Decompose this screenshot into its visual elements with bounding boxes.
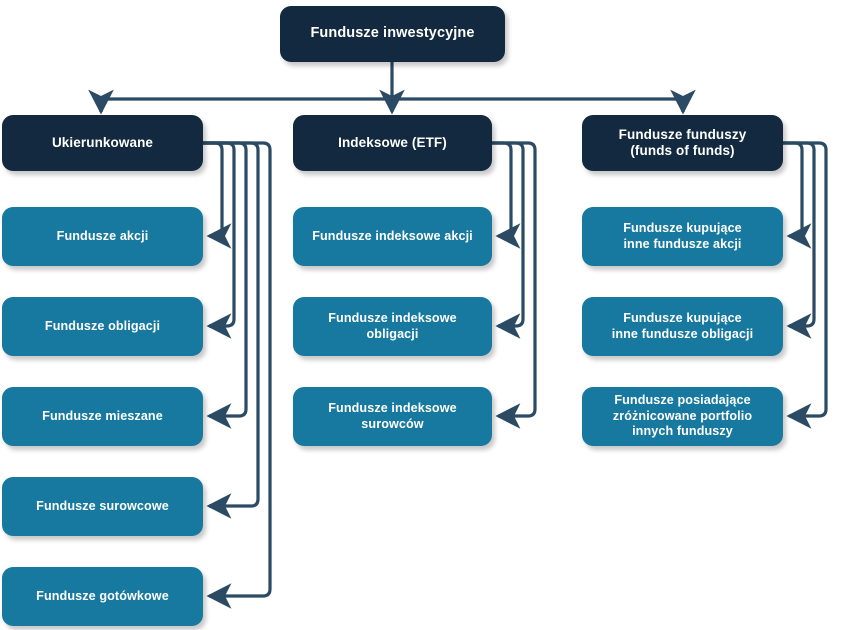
node-branch-1-child-4[interactable]: Fundusze surowcowe bbox=[2, 477, 203, 536]
node-branch-2-head[interactable]: Indeksowe (ETF) bbox=[293, 115, 492, 171]
connector-bus-left-corner bbox=[99, 97, 111, 112]
connector-b1-c4 bbox=[203, 141, 260, 519]
node-branch-2-child-3-label: Fundusze indeksowe surowców bbox=[328, 401, 457, 431]
node-branch-1-head-label: Ukierunkowane bbox=[51, 134, 154, 150]
node-branch-2-child-2-label: Fundusze indeksowe obligacji bbox=[328, 311, 457, 341]
connector-b2-c3 bbox=[492, 141, 537, 429]
node-branch-3-child-2[interactable]: Fundusze kupujące inne fundusze obligacj… bbox=[582, 297, 783, 356]
node-branch-3-child-1-label: Fundusze kupujące inne fundusze akcji bbox=[623, 221, 742, 251]
node-branch-1-child-1[interactable]: Fundusze akcji bbox=[2, 207, 203, 266]
connector-b3-c1 bbox=[783, 141, 812, 249]
connector-b1-c5 bbox=[203, 141, 272, 609]
node-branch-1-child-2[interactable]: Fundusze obligacji bbox=[2, 297, 203, 356]
connector-b2-c1 bbox=[492, 141, 521, 249]
node-branch-2-child-3[interactable]: Fundusze indeksowe surowców bbox=[293, 387, 492, 446]
connector-b1-c3 bbox=[203, 141, 248, 429]
connector-b3-c2 bbox=[783, 141, 816, 339]
connector-bus-right-corner bbox=[673, 97, 685, 112]
connector-b1-c2 bbox=[203, 141, 236, 339]
connector-b3-c3 bbox=[783, 141, 828, 429]
node-branch-1-child-3-label: Fundusze mieszane bbox=[42, 408, 163, 423]
node-branch-1-child-5[interactable]: Fundusze gotówkowe bbox=[2, 567, 203, 626]
node-branch-1-child-5-label: Fundusze gotówkowe bbox=[36, 588, 169, 603]
node-branch-1-child-2-label: Fundusze obligacji bbox=[44, 318, 161, 333]
node-branch-3-child-3-label: Fundusze posiadające zróżnicowane portfo… bbox=[612, 393, 753, 439]
connector-b2-c2 bbox=[492, 141, 525, 339]
node-branch-3-child-3[interactable]: Fundusze posiadające zróżnicowane portfo… bbox=[582, 387, 783, 446]
node-branch-1-head[interactable]: Ukierunkowane bbox=[2, 115, 203, 171]
node-branch-1-child-3[interactable]: Fundusze mieszane bbox=[2, 387, 203, 446]
connector-b1-c1 bbox=[203, 141, 232, 249]
node-branch-3-child-2-label: Fundusze kupujące inne fundusze obligacj… bbox=[611, 311, 754, 341]
node-branch-3-child-1[interactable]: Fundusze kupujące inne fundusze akcji bbox=[582, 207, 783, 266]
node-branch-2-head-label: Indeksowe (ETF) bbox=[338, 134, 447, 150]
node-branch-3-head-label: Fundusze funduszy (funds of funds) bbox=[618, 126, 747, 158]
node-branch-2-child-2[interactable]: Fundusze indeksowe obligacji bbox=[293, 297, 492, 356]
node-branch-1-child-4-label: Fundusze surowcowe bbox=[36, 498, 169, 513]
node-root[interactable]: Fundusze inwestycyjne bbox=[280, 6, 505, 62]
node-branch-2-child-1[interactable]: Fundusze indeksowe akcji bbox=[293, 207, 492, 266]
node-branch-1-child-1-label: Fundusze akcji bbox=[56, 228, 149, 243]
node-branch-2-child-1-label: Fundusze indeksowe akcji bbox=[312, 228, 473, 243]
node-root-label: Fundusze inwestycyjne bbox=[310, 25, 475, 42]
node-branch-3-head[interactable]: Fundusze funduszy (funds of funds) bbox=[582, 115, 783, 171]
